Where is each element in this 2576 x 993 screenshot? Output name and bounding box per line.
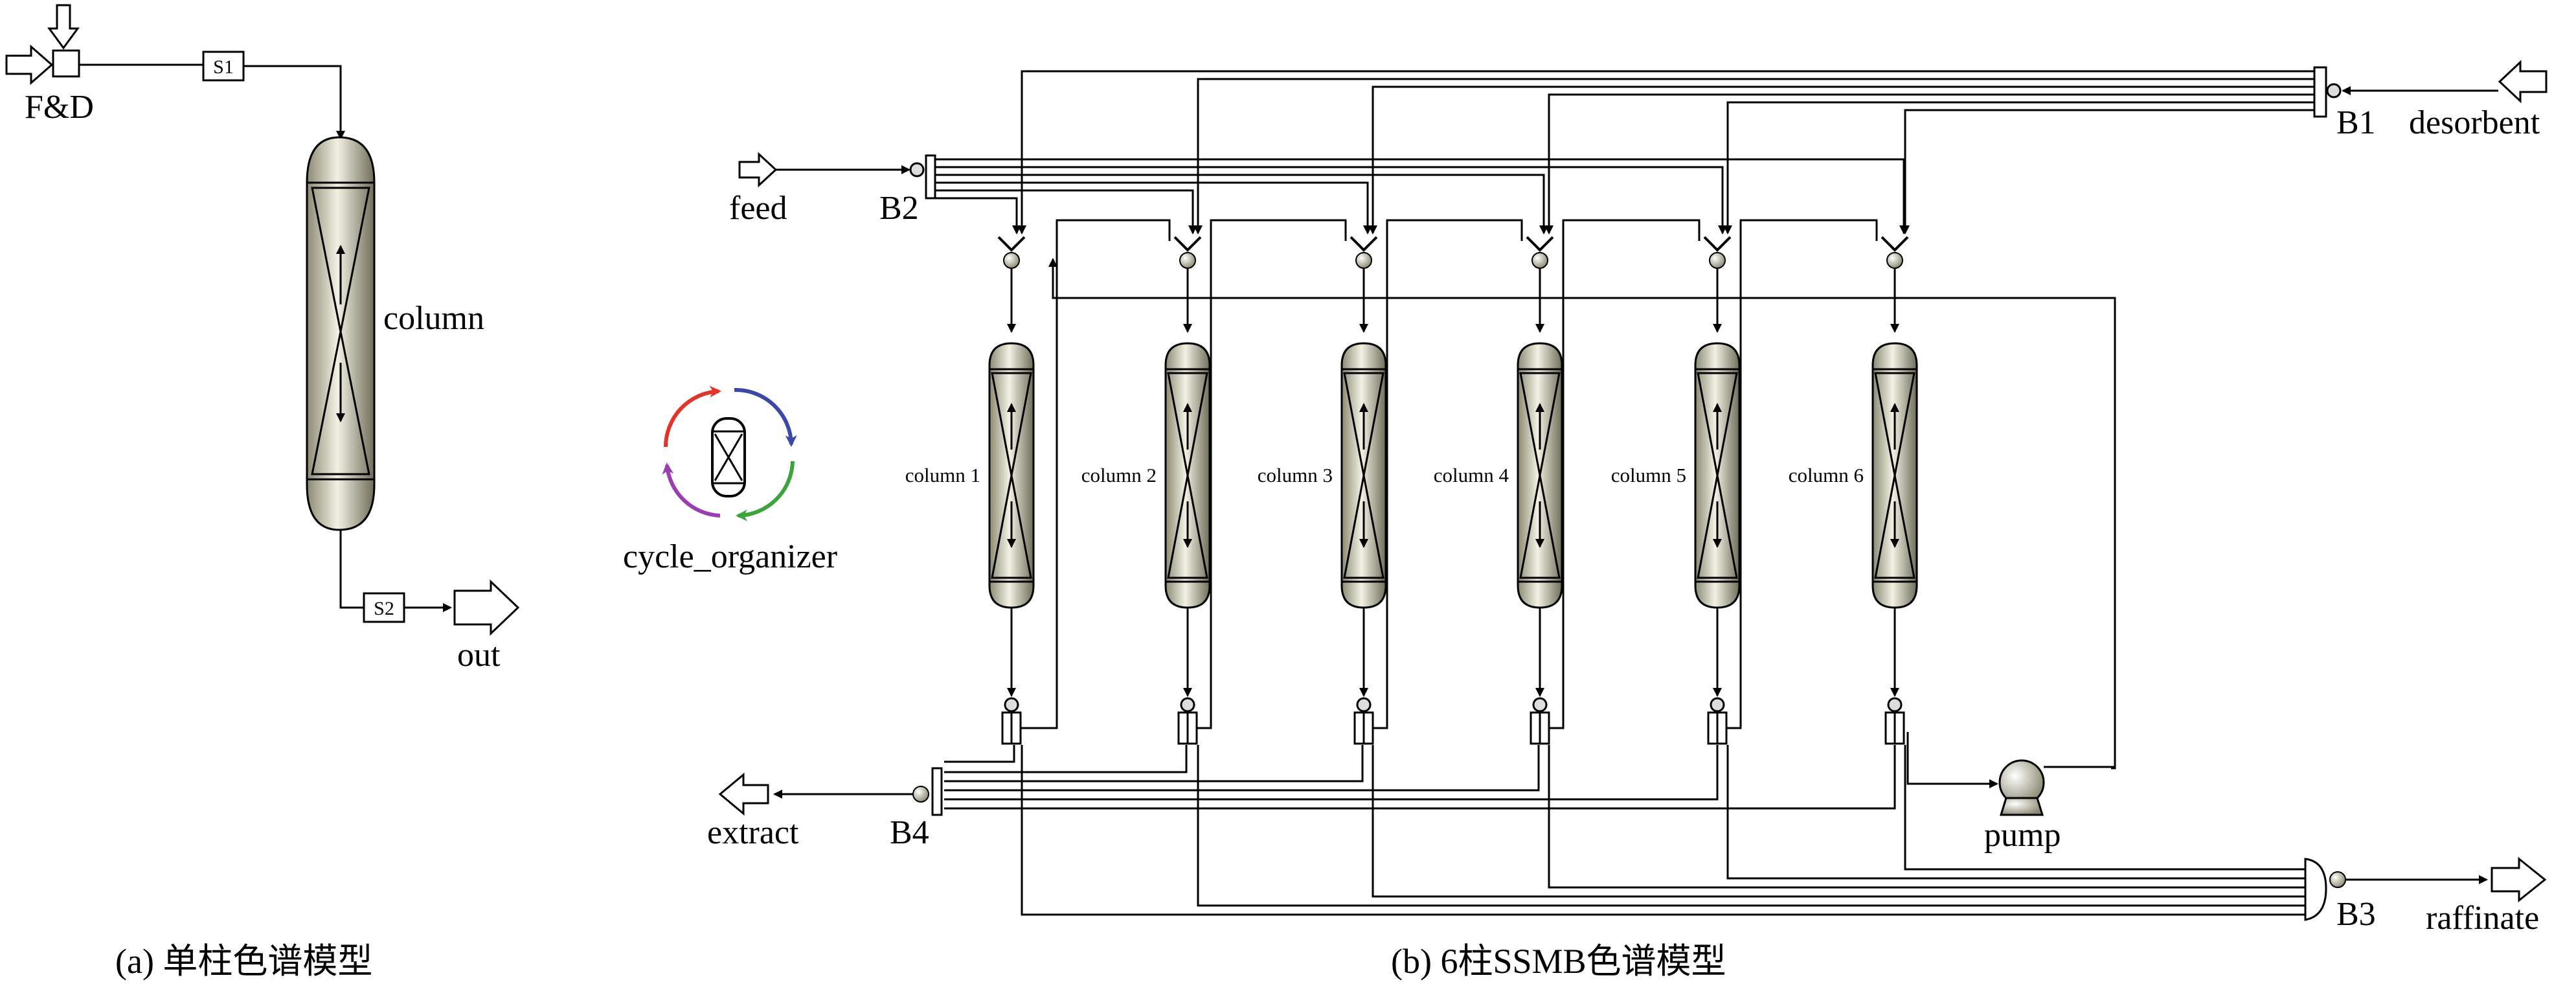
raffinate-arrow-icon	[2491, 856, 2547, 903]
input-label: F&D	[25, 89, 94, 126]
inlet-mixer-3	[1350, 236, 1378, 333]
outlet-splitter-1	[1001, 608, 1022, 745]
column-label-4: column 4	[1434, 464, 1509, 486]
outlet-splitter-4	[1530, 608, 1550, 745]
inlet-mixer-5	[1703, 236, 1732, 333]
b3-label: B3	[2336, 896, 2376, 933]
pump-label: pump	[1984, 817, 2061, 854]
raffinate-header	[1021, 745, 2305, 916]
output-arrow-icon	[453, 579, 520, 636]
outlet-splitter-2	[1177, 608, 1198, 745]
panel-b: feed B2 desorbent B1	[623, 60, 2548, 937]
feed-header	[935, 158, 1908, 234]
ssmb-column-5[interactable]: column 5	[1611, 219, 1878, 745]
caption-b: (b) 6柱SSMB色谱模型	[1391, 942, 1726, 981]
ssmb-column-6[interactable]: column 6	[1789, 236, 1918, 745]
desorbent-header	[1017, 70, 2314, 234]
extract-header	[944, 745, 1896, 810]
panel-a: F&D S1 column S2 out	[5, 4, 520, 674]
ssmb-column-1[interactable]: column 1	[905, 219, 1171, 745]
down-arrow-icon	[47, 4, 80, 50]
extract-label: extract	[707, 814, 799, 851]
inlet-mixer-2	[1173, 236, 1202, 333]
b2-label: B2	[879, 190, 919, 227]
raffinate-label: raffinate	[2426, 900, 2539, 937]
cycle-organizer-label: cycle_organizer	[623, 538, 837, 575]
b4-label: B4	[890, 814, 929, 851]
ssmb-column-3[interactable]: column 3	[1258, 219, 1523, 745]
desorbent-arrow-icon	[2498, 60, 2548, 104]
column-label-3: column 3	[1258, 464, 1333, 486]
b4-valve[interactable]	[912, 786, 929, 803]
b2-valve[interactable]	[909, 162, 925, 177]
column-label-1: column 1	[905, 464, 980, 486]
inlet-mixer-1	[997, 236, 1026, 333]
column-label-6: column 6	[1789, 464, 1864, 486]
b3-valve[interactable]	[2329, 871, 2346, 888]
column-label-5: column 5	[1611, 464, 1686, 486]
pump[interactable]	[1906, 732, 2115, 816]
column-label-2: column 2	[1081, 464, 1157, 486]
single-column[interactable]	[306, 136, 376, 531]
ssmb-column-2[interactable]: column 2	[1081, 219, 1347, 745]
feed-label: feed	[729, 190, 787, 227]
stream-s2-box[interactable]	[363, 592, 405, 623]
stream-s1-label: S1	[213, 56, 234, 78]
stream-s2-label: S2	[374, 598, 394, 619]
ssmb-column-4[interactable]: column 4	[1434, 219, 1700, 745]
b1-label: B1	[2336, 104, 2376, 141]
b1-valve[interactable]	[2326, 83, 2342, 98]
inlet-mixer-6	[1881, 236, 1909, 333]
output-label: out	[457, 637, 501, 674]
columns-group: column 1 column 2 column 3 column 4 column 5…	[905, 219, 1918, 745]
outlet-splitter-3	[1353, 608, 1374, 745]
source-block[interactable]	[52, 49, 80, 78]
feed-arrow-icon	[738, 152, 778, 188]
inlet-mixer-4	[1526, 236, 1554, 333]
caption-a: (a) 单柱色谱模型	[115, 942, 372, 981]
cycle-organizer[interactable]	[662, 385, 797, 521]
outlet-splitter-5	[1707, 608, 1728, 745]
outlet-splitter-6	[1884, 608, 1905, 745]
extract-arrow-icon	[718, 772, 769, 816]
column-label: column	[383, 300, 484, 337]
input-arrow-icon	[5, 44, 54, 86]
desorbent-label: desorbent	[2409, 104, 2540, 141]
